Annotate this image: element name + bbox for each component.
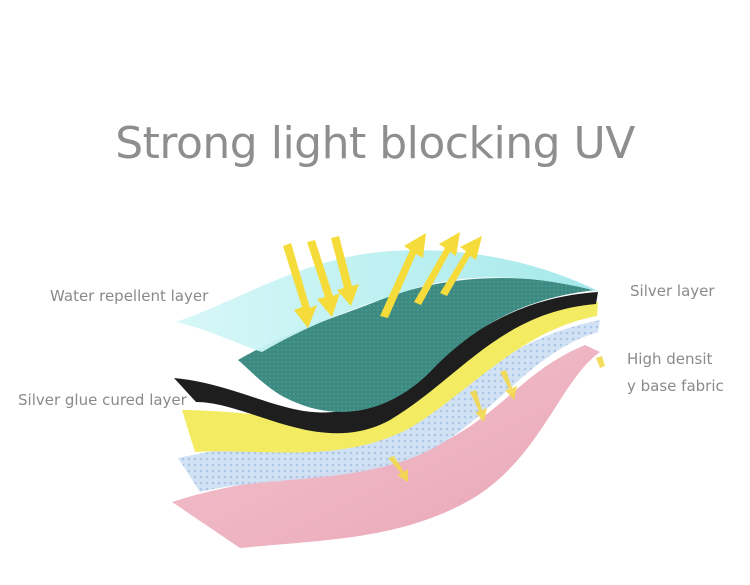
page-title: Strong light blocking UV — [115, 118, 635, 169]
silver-glue-label: Silver glue cured layer — [18, 391, 187, 409]
incoming-uv-arrows — [283, 236, 359, 328]
down-arrow-icon — [331, 236, 359, 306]
cyan-water-repellent-layer — [176, 250, 600, 352]
small-arrow-icon — [470, 390, 487, 422]
high-density-label-line-1: High densit — [627, 350, 713, 368]
up-arrow-icon — [414, 232, 460, 305]
pink-base-fabric-layer — [172, 345, 600, 548]
up-arrow-icon — [380, 233, 426, 318]
silver-layer-label: Silver layer — [630, 282, 715, 300]
up-arrow-icon — [440, 236, 482, 296]
small-arrow-icon — [500, 370, 517, 400]
teal-mesh-layer — [238, 277, 596, 412]
black-silver-layer — [174, 292, 598, 434]
down-arrow-icon — [307, 240, 340, 317]
small-arrow-icon — [388, 456, 408, 482]
high-density-fabric-label: High densit y base fabric — [627, 346, 724, 400]
down-arrow-icon — [283, 243, 317, 328]
small-arrow-icon — [596, 356, 605, 368]
reflected-uv-arrows — [380, 232, 482, 318]
inner-arrows — [388, 356, 605, 482]
water-repellent-label: Water repellent layer — [50, 287, 209, 305]
high-density-label-line-2: y base fabric — [627, 377, 724, 395]
